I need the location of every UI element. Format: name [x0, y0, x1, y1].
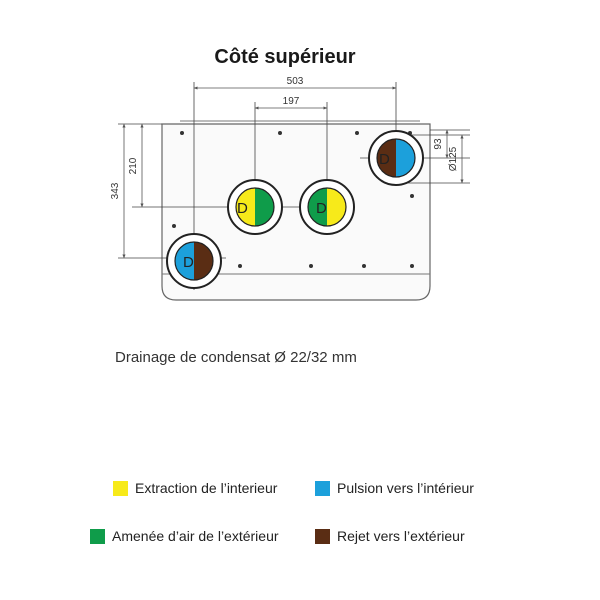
dim-label-197: 197 — [283, 96, 300, 107]
legend-item-amenee: Amenée d’air de l’extérieur — [90, 528, 279, 544]
dim-label-93: 93 — [433, 138, 444, 150]
legend-label: Amenée d’air de l’extérieur — [112, 528, 279, 544]
duct-label: D — [237, 200, 248, 217]
unit-outline — [161, 123, 431, 301]
mount-dot — [180, 131, 184, 135]
mount-dot — [238, 264, 242, 268]
dim-label-210: 210 — [128, 157, 139, 174]
mount-dot — [410, 194, 414, 198]
mount-dot — [309, 264, 313, 268]
mount-dot — [410, 264, 414, 268]
duct-label: D — [183, 254, 194, 271]
legend-swatch-green — [90, 528, 105, 544]
duct-rejet-pulsion-bottom-left: D — [166, 233, 222, 289]
duct-rejet-pulsion-top-right: D — [368, 130, 424, 186]
duct-amenee-extraction-center-right: D — [299, 179, 355, 235]
mount-dot — [172, 224, 176, 228]
dim-label-125: Ø125 — [448, 146, 459, 171]
diagram-title: Côté supérieur — [214, 46, 356, 68]
mount-dot — [278, 131, 282, 135]
legend-swatch-blue — [315, 480, 330, 496]
duct-label: D — [379, 151, 390, 168]
duct-label: D — [316, 200, 327, 217]
legend-label: Rejet vers l’extérieur — [337, 528, 465, 544]
mount-dot — [362, 264, 366, 268]
duct-extraction-amenee-center-left: D — [227, 179, 283, 235]
legend-item-extraction: Extraction de l’interieur — [113, 480, 277, 496]
dim-label-503: 503 — [287, 76, 304, 87]
legend-label: Pulsion vers l’intérieur — [337, 480, 474, 496]
legend-swatch-yellow — [113, 480, 128, 496]
condensate-drain-text: Drainage de condensat Ø 22/32 mm — [115, 349, 357, 366]
legend-swatch-brown — [315, 528, 330, 544]
mount-dot — [355, 131, 359, 135]
legend-item-rejet: Rejet vers l’extérieur — [315, 528, 465, 544]
dim-label-343: 343 — [110, 182, 121, 199]
legend-label: Extraction de l’interieur — [135, 480, 278, 496]
legend-item-pulsion: Pulsion vers l’intérieur — [315, 480, 474, 496]
